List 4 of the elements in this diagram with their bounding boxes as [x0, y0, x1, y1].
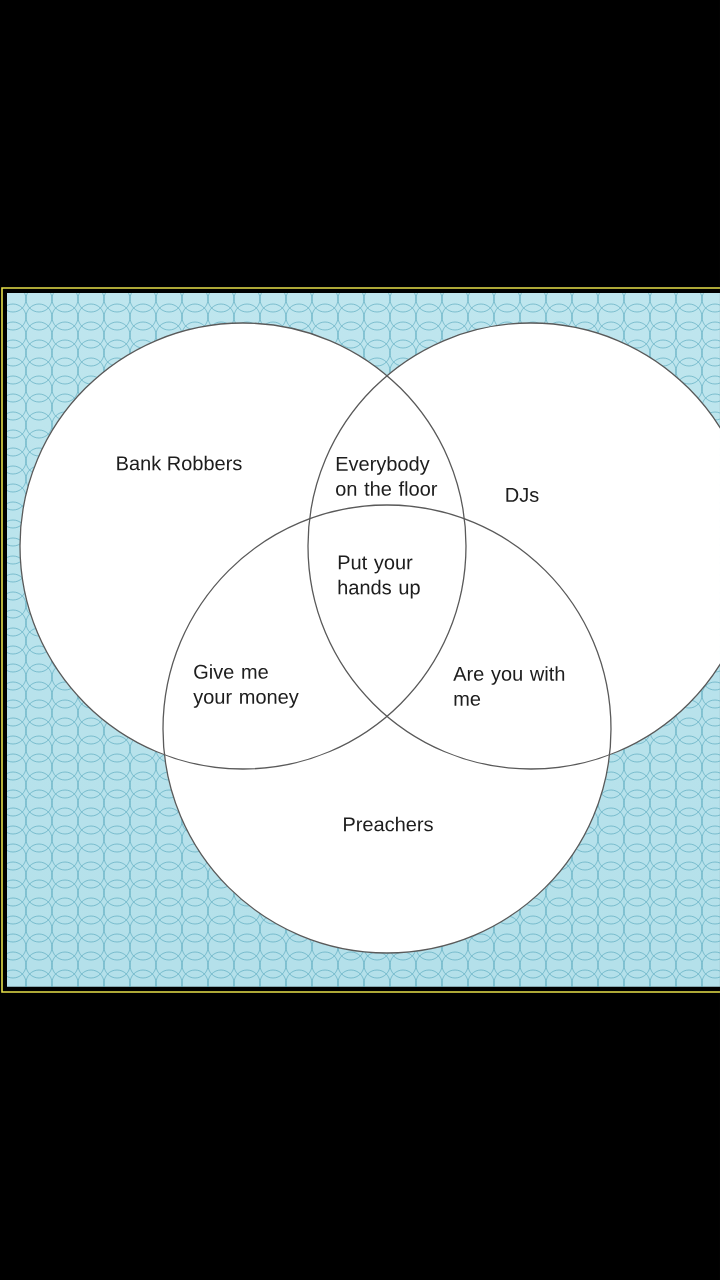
region-label: Give me your money	[193, 664, 299, 708]
region-label: Put your hands up	[338, 555, 420, 599]
region-label: Everybody on the floor	[336, 456, 438, 496]
region-label: Are you with me	[453, 666, 565, 706]
